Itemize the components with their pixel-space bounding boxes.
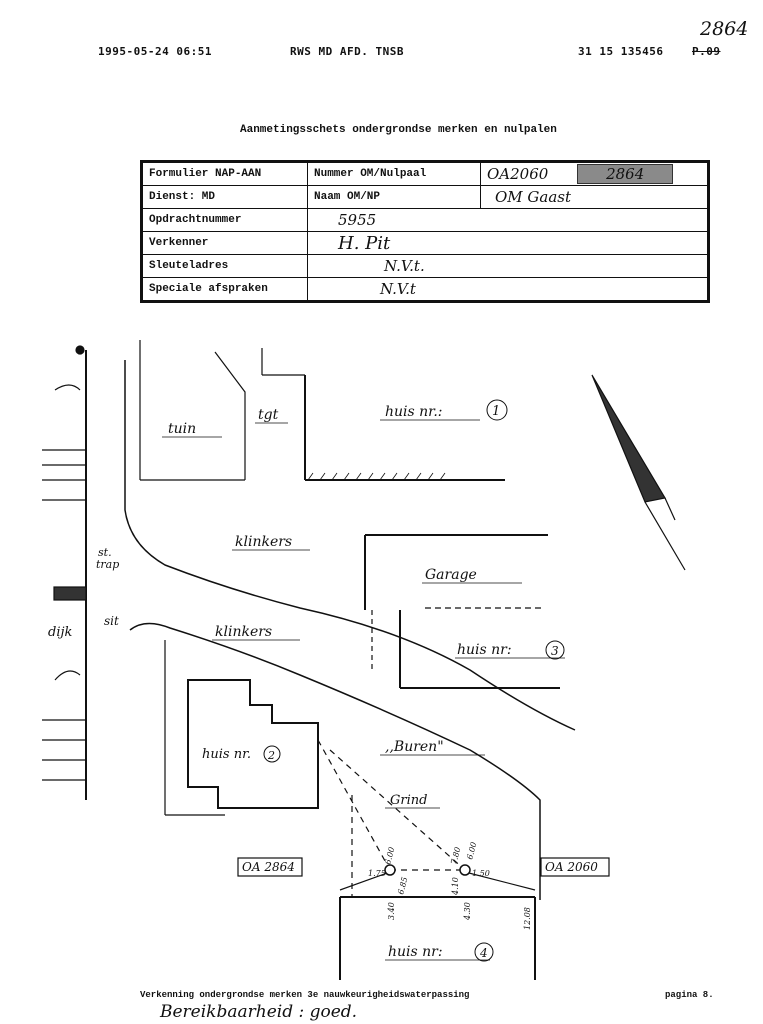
form-label: Nummer OM/Nulpaal	[307, 161, 481, 186]
naam-value: OM Gaast	[480, 185, 709, 209]
form-label: Dienst: MD	[141, 185, 308, 209]
label-huis-1: huis nr.:	[385, 404, 442, 420]
measure-685: 6.85	[396, 876, 409, 896]
road-edge-lower	[129, 622, 541, 900]
label-st: st.	[98, 546, 112, 559]
label-grind: Grind	[390, 793, 427, 808]
measure-600b: 6.00	[465, 841, 478, 861]
measurement-line	[339, 871, 391, 891]
measurement-lines	[317, 739, 466, 897]
label-huis-4: huis nr:	[388, 944, 443, 960]
form-label: Naam OM/NP	[307, 185, 481, 209]
form-table: Formulier NAP-AAN Nummer OM/Nulpaal OA20…	[140, 160, 710, 303]
footer-remark: Bereikbaarheid : goed.	[160, 1002, 358, 1022]
house-number-circle	[263, 745, 281, 763]
label-oa2060: OA 2060	[545, 860, 598, 874]
label-garage: Garage	[425, 567, 477, 583]
label-huis-4-number: 4	[479, 946, 488, 960]
verkenner-value: H. Pit	[307, 231, 709, 255]
garden-boundary	[214, 351, 246, 480]
nummer-value-1: OA2060	[487, 165, 549, 183]
label-tgt: tgt	[258, 407, 279, 423]
label-buren: ,,Buren"	[385, 739, 444, 755]
measure-150: 1.50	[472, 869, 490, 878]
north-arrow-icon	[664, 497, 676, 521]
handwritten-number: 2864	[700, 18, 749, 40]
label-klinkers-1: klinkers	[235, 534, 292, 550]
form-row-opdracht: Opdrachtnummer 5955	[141, 208, 709, 232]
form-row-naam: Dienst: MD Naam OM/NP OM Gaast	[141, 185, 709, 209]
measure-430: 4.30	[463, 902, 472, 921]
form-label: Speciale afspraken	[141, 277, 308, 302]
dike-arc	[54, 670, 81, 681]
form-row-speciale: Speciale afspraken N.V.t	[141, 277, 709, 302]
measure-340: 3.40	[387, 902, 396, 920]
label-tuin: tuin	[168, 421, 196, 437]
opdracht-value: 5955	[307, 208, 709, 232]
sleutel-value: N.V.t.	[307, 254, 709, 278]
label-underlines	[162, 419, 565, 961]
form-label: Sleuteladres	[141, 254, 308, 278]
form-label: Verkenner	[141, 231, 308, 255]
label-huis-1-number: 1	[492, 404, 500, 419]
footer-left: Verkenning ondergrondse merken 3e nauwke…	[140, 990, 470, 1000]
north-arrow-icon	[644, 501, 686, 571]
stair-block	[53, 586, 87, 601]
house-number-circle	[486, 399, 508, 421]
form-row-verkenner: Verkenner H. Pit	[141, 231, 709, 255]
measurement-line	[464, 871, 536, 891]
label-klinkers-2: klinkers	[215, 624, 272, 640]
label-sit: sit	[104, 614, 119, 628]
nummer-value-2: 2864	[577, 164, 674, 184]
dike-marker	[75, 345, 85, 355]
nummer-value: OA2060 2864	[480, 161, 709, 186]
page-title: Aanmetingsschets ondergrondse merken en …	[240, 124, 557, 136]
label-oa2864: OA 2864	[242, 860, 295, 874]
fax-datetime: 1995-05-24 06:51	[98, 45, 212, 58]
form-label: Opdrachtnummer	[141, 208, 308, 232]
form-row-nummer: Formulier NAP-AAN Nummer OM/Nulpaal OA20…	[141, 161, 709, 186]
house-2-outline	[187, 679, 319, 809]
label-huis-3: huis nr:	[457, 642, 512, 658]
label-box-oa2060	[540, 857, 610, 877]
label-huis-3-number: 3	[551, 644, 559, 658]
fax-page-marker: P.09	[692, 45, 721, 58]
north-arrow-icon	[591, 374, 666, 503]
speciale-value: N.V.t	[307, 277, 709, 302]
house-number-circle	[474, 942, 494, 962]
label-huis-2-number: 2	[267, 749, 275, 762]
fax-phone: 31 15 135456	[578, 45, 664, 58]
label-huis-2: huis nr.	[202, 747, 251, 762]
dike-arc	[54, 384, 81, 391]
footer-right: pagina 8.	[665, 990, 714, 1000]
measure-175: 1.75	[368, 869, 386, 878]
label-trap: trap	[96, 558, 119, 571]
label-box-oa2864	[237, 857, 303, 877]
hatching	[307, 472, 446, 481]
fax-sender: RWS MD AFD. TNSB	[290, 45, 404, 58]
measure-1208: 12.08	[523, 907, 532, 930]
measure-780: 7.80	[449, 846, 462, 866]
road-edge-upper	[124, 360, 576, 731]
dike-ticks	[42, 449, 86, 781]
label-dijk: dijk	[48, 625, 73, 640]
measure-410: 4.10	[451, 877, 460, 896]
survey-sketch: tuin tgt huis nr.: 1 klinkers Garage st.…	[42, 340, 686, 980]
marker-oa2060	[459, 864, 471, 876]
house-number-circle	[545, 640, 565, 660]
form-row-sleutel: Sleuteladres N.V.t.	[141, 254, 709, 278]
measure-600: 6.00	[383, 846, 396, 866]
form-label: Formulier NAP-AAN	[141, 161, 308, 186]
marker-oa2864	[384, 864, 396, 876]
